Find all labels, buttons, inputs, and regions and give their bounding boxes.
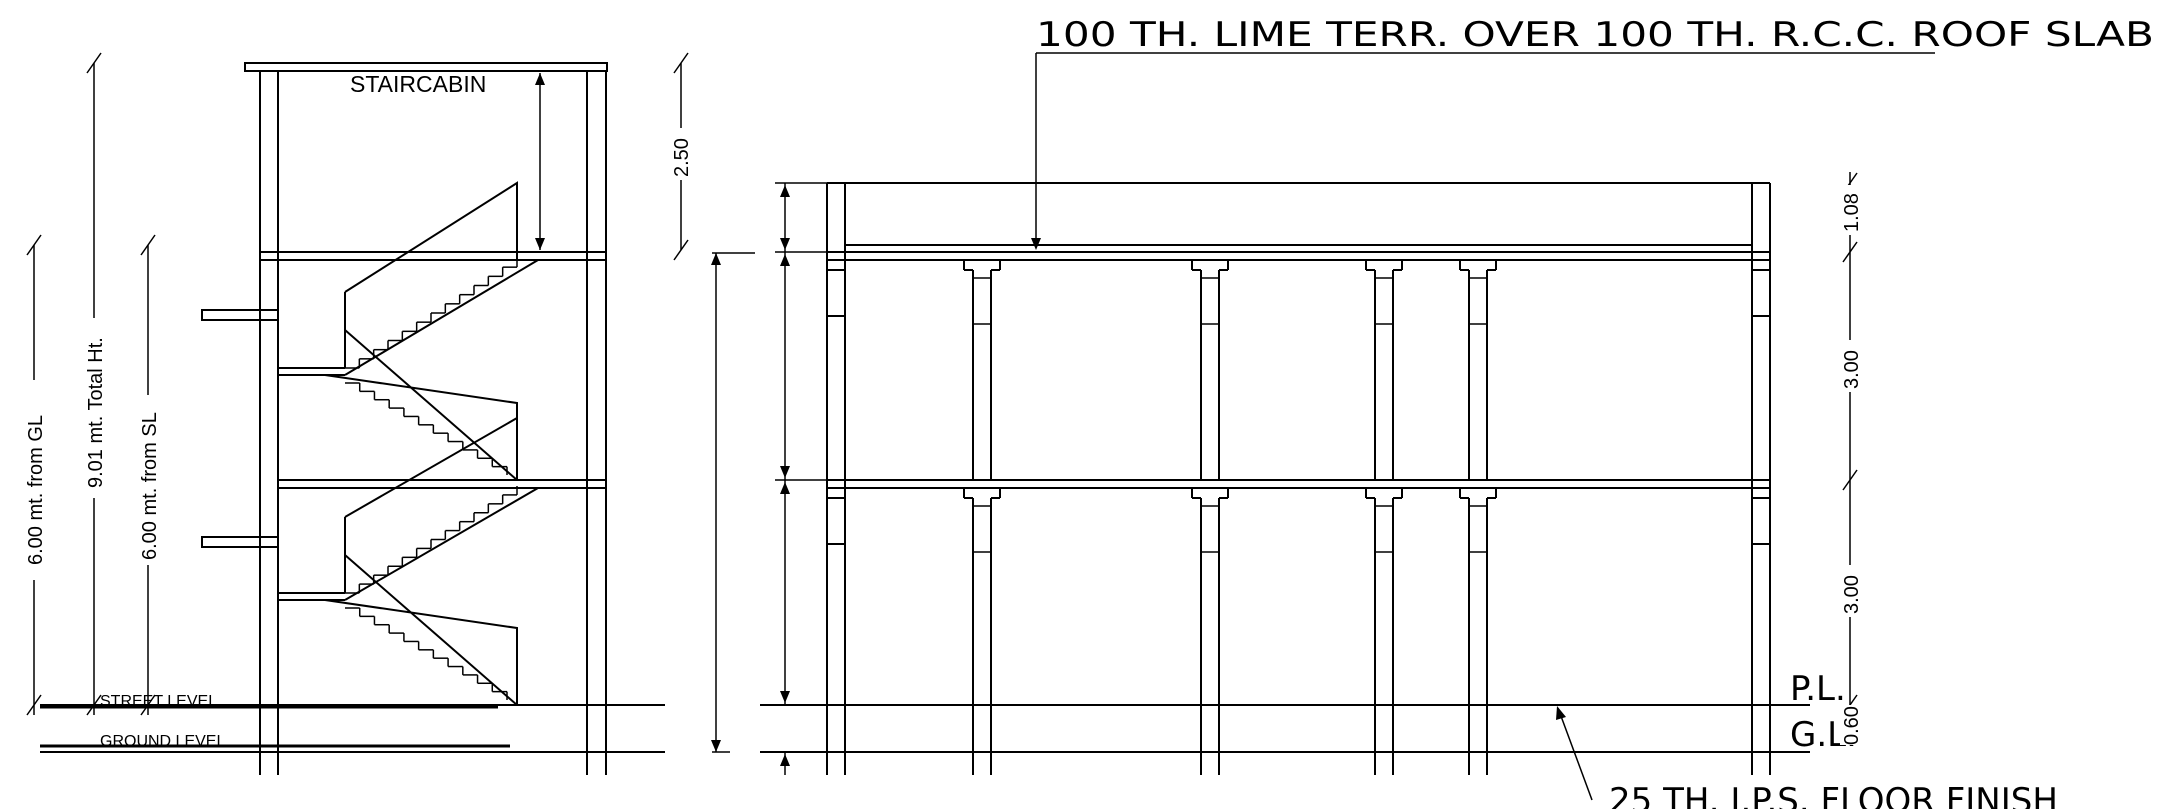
dim-total-height: 9.01 mt. Total Ht. bbox=[84, 52, 107, 716]
dim-total-ht-text: 9.01 mt. Total Ht. bbox=[85, 337, 107, 488]
dim-floor-2-text: 3.00 bbox=[1841, 575, 1863, 614]
dim-from-gl-text: 6.00 mt. from GL bbox=[25, 415, 47, 565]
right-dimension-chain bbox=[1840, 172, 1862, 745]
cabin-roof-slab bbox=[244, 62, 608, 72]
dim-plinth-text: 0.60 bbox=[1841, 706, 1863, 745]
dim-from-sl: 6.00 mt. from SL bbox=[138, 234, 161, 716]
left-overall-dimension bbox=[711, 252, 755, 753]
ground-level-label: GROUND LEVEL bbox=[100, 733, 225, 750]
staircase-section: STREET LEVEL GROUND LEVEL STAIRCABIN 6.0… bbox=[24, 52, 693, 775]
cantilever-projection bbox=[201, 536, 279, 548]
street-level-label: STREET LEVEL bbox=[100, 693, 217, 710]
roof-note: 100 TH. LIME TERR. OVER 100 TH. R.C.C. R… bbox=[1036, 15, 2154, 55]
floor-note-leader bbox=[1556, 706, 1593, 801]
dim-from-gl: 6.00 mt. from GL bbox=[24, 234, 47, 716]
elevation-slabs bbox=[760, 244, 1810, 753]
staircabin-label: STAIRCABIN bbox=[350, 71, 486, 97]
dim-parapet-text: 1.08 bbox=[1841, 193, 1863, 232]
floor-dimensions bbox=[775, 182, 827, 775]
roof-note-leader bbox=[1031, 52, 1935, 250]
stair-flight-outlines bbox=[324, 181, 539, 706]
section-floor-slabs bbox=[260, 251, 606, 489]
stair-steps bbox=[345, 258, 518, 700]
dim-floor-1-text: 3.00 bbox=[1841, 350, 1863, 389]
elevation-bays bbox=[963, 260, 1497, 775]
dim-cabin-text: 2.50 bbox=[671, 138, 693, 177]
column-stubs bbox=[827, 269, 1770, 545]
cantilever-projection bbox=[201, 309, 279, 321]
section-columns bbox=[259, 71, 607, 775]
dim-cabin: 2.50 bbox=[670, 52, 693, 261]
cabin-height-arrow bbox=[535, 73, 545, 250]
pl-label: P.L. bbox=[1790, 669, 1846, 709]
floor-note: 25 TH. I.P.S. FLOOR FINISH bbox=[1609, 781, 2058, 809]
dim-from-sl-text: 6.00 mt. from SL bbox=[139, 412, 161, 560]
building-elevation: 100 TH. LIME TERR. OVER 100 TH. R.C.C. R… bbox=[711, 15, 2154, 809]
stair-landings bbox=[278, 367, 345, 601]
